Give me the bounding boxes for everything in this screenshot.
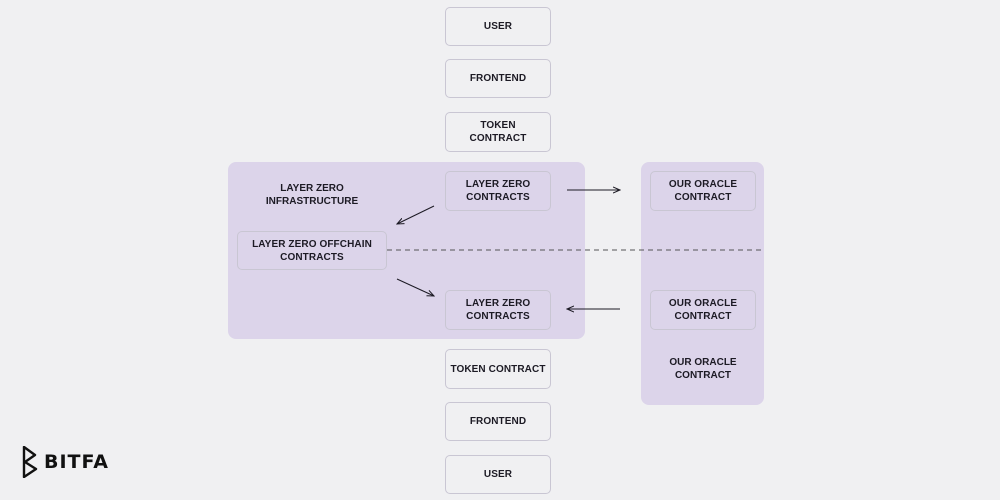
layer-zero-infrastructure-label: LAYER ZERO INFRASTRUCTURE: [265, 183, 359, 207]
bitfa-logo-icon: [22, 446, 38, 478]
user-node-top: USER: [445, 7, 551, 46]
token-contract-node-top: TOKEN CONTRACT: [445, 112, 551, 152]
brand-logo: BITFA: [20, 446, 109, 478]
frontend-node-bottom: FRONTEND: [445, 402, 551, 441]
layer-zero-contracts-node-top: LAYER ZERO CONTRACTS: [445, 171, 551, 211]
token-contract-node-bottom: TOKEN CONTRACT: [445, 349, 551, 389]
layer-zero-contracts-node-bottom: LAYER ZERO CONTRACTS: [445, 290, 551, 330]
layer-zero-offchain-node: LAYER ZERO OFFCHAIN CONTRACTS: [237, 231, 387, 270]
oracle-contract-node-top: OUR ORACLE CONTRACT: [650, 171, 756, 211]
frontend-node-top: FRONTEND: [445, 59, 551, 98]
oracle-contract-node-mid: OUR ORACLE CONTRACT: [650, 290, 756, 330]
oracle-panel: [641, 162, 764, 405]
user-node-bottom: USER: [445, 455, 551, 494]
brand-name: BITFA: [44, 451, 110, 473]
arrow-to-offchain: [397, 205, 435, 224]
oracle-contract-label-bottom: OUR ORACLE CONTRACT: [669, 357, 737, 381]
arrow-to-lz-bottom: [396, 278, 434, 296]
